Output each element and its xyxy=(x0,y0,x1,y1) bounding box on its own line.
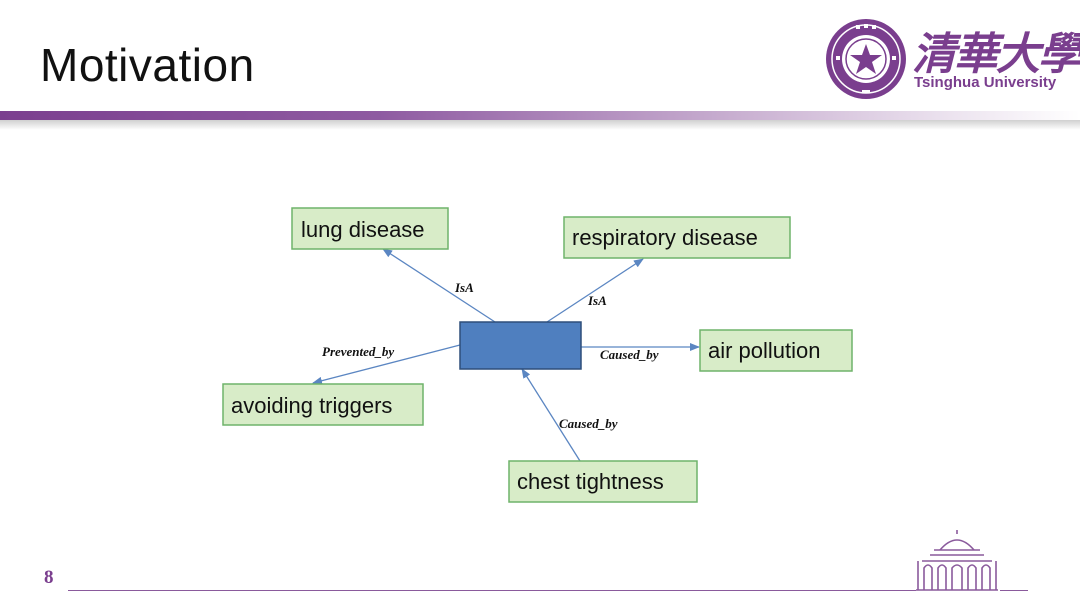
node-label-avoiding-triggers: avoiding triggers xyxy=(231,393,392,418)
edge-isa-respiratory-disease xyxy=(546,258,644,323)
edge-isa-lung-disease xyxy=(382,248,496,323)
node-respiratory-disease: respiratory disease xyxy=(563,216,791,259)
node-label-air-pollution: air pollution xyxy=(708,338,821,363)
tsinghua-logo: 清華大學 Tsinghua University xyxy=(824,16,1080,102)
page-number: 8 xyxy=(44,567,54,588)
node-air-pollution: air pollution xyxy=(699,329,853,372)
footer-divider-right xyxy=(1000,590,1028,591)
center-node xyxy=(459,321,582,370)
node-lung-disease: lung disease xyxy=(291,207,449,250)
node-avoiding-triggers: avoiding triggers xyxy=(222,383,424,426)
university-building-icon xyxy=(916,530,998,591)
node-label-lung-disease: lung disease xyxy=(301,217,425,242)
edge-prevented-by-avoiding-triggers xyxy=(312,344,461,385)
footer-divider xyxy=(68,590,916,591)
header-bar-shadow xyxy=(0,120,1080,130)
university-seal-icon xyxy=(826,19,906,99)
node-label-respiratory-disease: respiratory disease xyxy=(572,225,758,250)
edge-label-prevented-by: Prevented_by xyxy=(322,344,394,359)
node-label-chest-tightness: chest tightness xyxy=(517,469,664,494)
edge-caused-by-chest-tightness xyxy=(521,368,581,462)
logo-english-name: Tsinghua University xyxy=(914,74,1057,91)
node-chest-tightness: chest tightness xyxy=(508,460,698,503)
edge-label-caused-by-1: Caused_by xyxy=(600,347,659,362)
header-accent-bar xyxy=(0,111,1080,120)
edge-label-isa-2: IsA xyxy=(587,293,607,308)
edge-label-caused-by-2: Caused_by xyxy=(559,416,618,431)
slide-title: Motivation xyxy=(40,39,255,91)
edge-label-isa-1: IsA xyxy=(454,280,474,295)
logo-chinese-name: 清華大學 xyxy=(912,29,1080,80)
